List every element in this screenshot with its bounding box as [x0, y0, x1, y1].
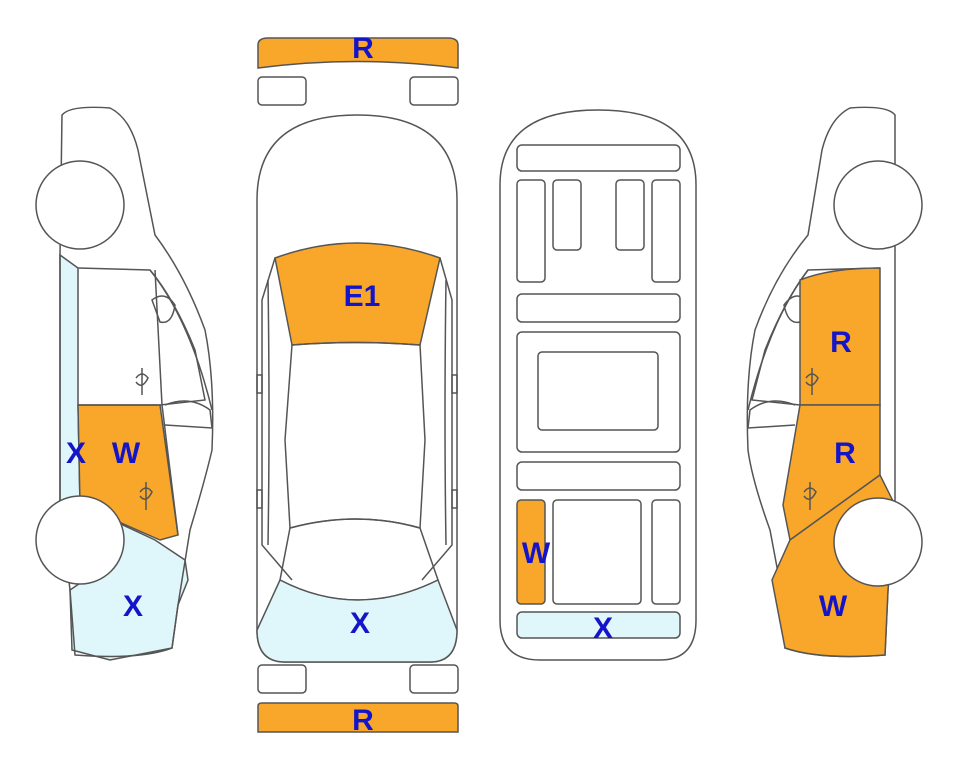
right-front-wheel	[833, 160, 923, 250]
under-front-right	[651, 179, 681, 283]
under-rear-bar	[516, 461, 681, 491]
label-hood: E1	[344, 280, 381, 313]
underbody-view	[499, 109, 697, 661]
label-roof-rear: X	[350, 607, 370, 640]
roof-rear-panel	[256, 578, 458, 663]
right-front-door	[799, 267, 881, 406]
right-a-pillar	[421, 257, 453, 581]
rear-window	[279, 518, 439, 601]
right-inner-line	[444, 279, 447, 546]
label-right-rear-door: R	[834, 437, 856, 470]
under-rear-panel	[516, 611, 681, 639]
right-roof-line	[747, 269, 809, 411]
left-rear-wheel	[35, 495, 125, 585]
label-left-sill: X	[66, 437, 86, 470]
label-right-quarter: W	[819, 590, 848, 623]
damage-labels: R E1 X R W X X W X R R W	[66, 32, 856, 737]
under-center-inner	[537, 351, 659, 431]
cabin-outline	[284, 341, 426, 529]
label-left-quarter: X	[123, 590, 143, 623]
right-mirror	[783, 295, 807, 324]
under-left-sill	[516, 499, 546, 605]
front-bumper	[257, 37, 459, 69]
rear-right-light	[409, 664, 459, 694]
label-front-bumper: R	[352, 32, 374, 65]
under-front-left	[516, 179, 546, 283]
underbody-outline	[499, 109, 697, 661]
left-front-wheel	[35, 160, 125, 250]
left-front-handle-icon	[135, 368, 149, 395]
left-side-view	[35, 106, 214, 661]
under-front-mid-right	[615, 179, 645, 251]
right-top-handle	[451, 489, 458, 509]
top-view	[256, 37, 459, 733]
left-roof-line	[149, 269, 213, 411]
left-rear-window-line	[164, 400, 213, 429]
under-rear-center	[552, 499, 642, 605]
under-center-frame	[516, 331, 681, 453]
right-front-handle-icon	[805, 368, 819, 395]
under-front-mid-left	[552, 179, 582, 251]
right-top-mirror	[451, 374, 458, 394]
right-rear-wheel	[833, 497, 923, 587]
rear-bumper	[257, 702, 459, 733]
front-left-light	[257, 76, 307, 106]
left-inner-line	[267, 279, 270, 546]
top-body-outline	[256, 114, 458, 663]
label-underbody-sill: W	[522, 537, 551, 570]
right-rear-handle-icon	[803, 482, 817, 510]
left-top-mirror	[256, 374, 263, 394]
under-rear-right	[651, 499, 681, 605]
right-rear-window-line	[747, 400, 796, 429]
label-left-door: W	[112, 437, 141, 470]
left-body-outline	[59, 106, 214, 658]
left-top-handle	[256, 489, 263, 509]
left-a-pillar	[261, 257, 293, 581]
label-right-front-door: R	[830, 326, 852, 359]
label-underbody-rear: X	[593, 612, 613, 645]
under-crossbar	[516, 293, 681, 323]
left-mirror	[151, 295, 176, 324]
left-rear-handle-icon	[139, 482, 153, 510]
front-right-light	[409, 76, 459, 106]
label-rear-bumper: R	[352, 704, 374, 737]
under-front-bar	[516, 144, 681, 172]
rear-left-light	[257, 664, 307, 694]
right-side-view	[746, 106, 923, 658]
